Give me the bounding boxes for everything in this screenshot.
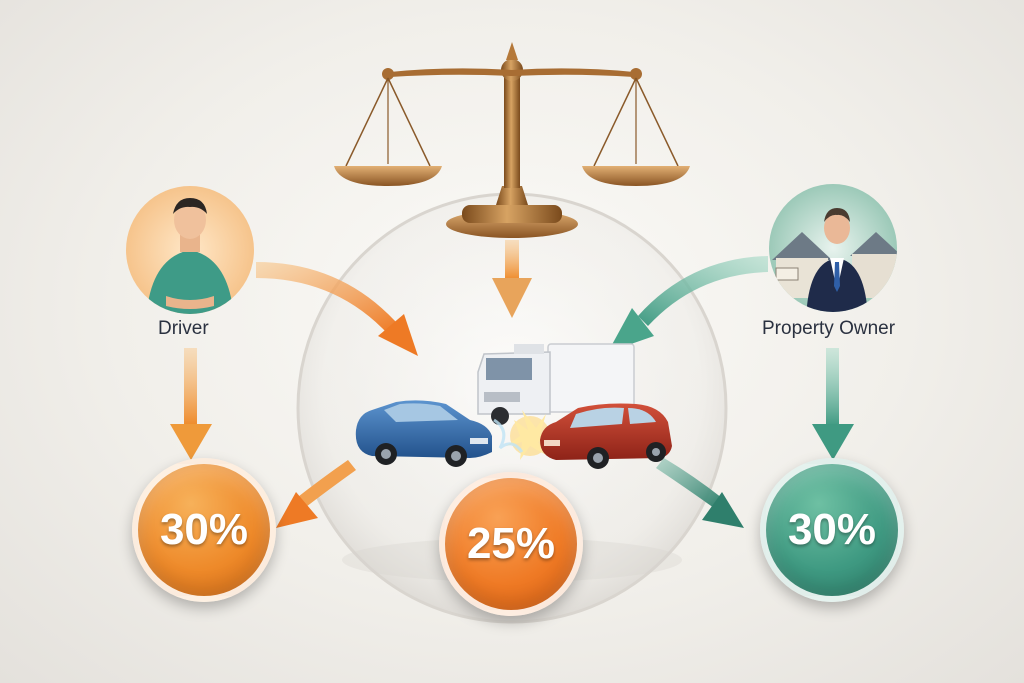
driver-label: Driver bbox=[158, 318, 209, 339]
arrow-scale-down bbox=[492, 240, 532, 318]
right-share-badge: 30% bbox=[760, 458, 904, 602]
blue-car-icon bbox=[355, 400, 492, 467]
property-owner-label: Property Owner bbox=[762, 318, 896, 339]
arrow-crash-to-right-share bbox=[656, 458, 744, 528]
property-owner-avatar bbox=[769, 184, 897, 312]
red-car-icon bbox=[540, 403, 672, 469]
arrow-driver-down bbox=[170, 348, 212, 460]
driver-avatar bbox=[126, 186, 254, 314]
arrow-owner-to-crash bbox=[608, 256, 768, 352]
scales-of-justice-icon bbox=[334, 42, 690, 238]
center-share-badge: 25% bbox=[439, 472, 583, 616]
truck-icon bbox=[477, 343, 635, 425]
arrow-crash-to-left-share bbox=[276, 460, 356, 528]
arrow-driver-to-crash bbox=[256, 262, 418, 356]
left-share-value: 30% bbox=[159, 505, 249, 554]
left-share-badge: 30% bbox=[132, 458, 276, 602]
impact-burst-icon bbox=[493, 410, 556, 460]
arrow-owner-down bbox=[812, 348, 854, 460]
crash-scene-icon bbox=[355, 343, 672, 469]
right-share-value: 30% bbox=[787, 505, 877, 554]
center-share-value: 25% bbox=[466, 519, 556, 568]
